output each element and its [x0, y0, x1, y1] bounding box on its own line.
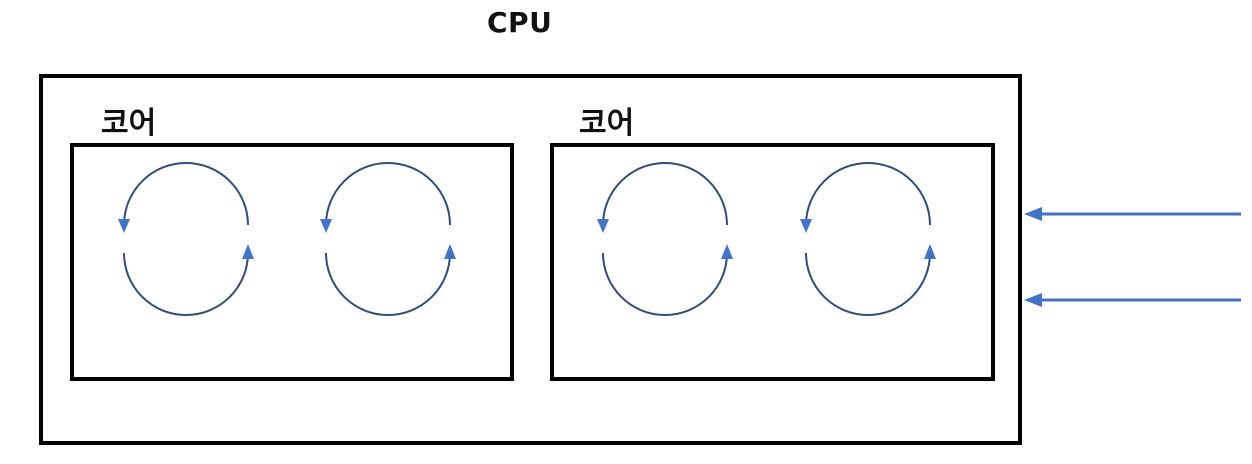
cycle-upper-arc — [123, 162, 249, 226]
cycle-arrowhead-up — [444, 244, 456, 259]
cpu-box — [39, 74, 1022, 445]
cpu-title: CPU — [487, 6, 553, 39]
cycle-arrowhead-up — [924, 244, 936, 259]
core-box-1 — [70, 143, 514, 381]
core-box-2 — [550, 143, 995, 381]
thread-cycle-3 — [597, 162, 733, 316]
thread-cycle-2 — [320, 162, 456, 316]
incoming-arrow-1 — [1024, 207, 1241, 221]
core-label-1: 코어 — [101, 106, 157, 141]
cycle-lower-arc — [123, 252, 249, 316]
thread-cycles — [118, 162, 936, 316]
thread-cycle-4 — [800, 162, 936, 316]
cycle-upper-arc — [805, 162, 931, 226]
cycle-arrowhead-down — [800, 219, 812, 233]
cycle-upper-arc — [325, 162, 451, 226]
thread-cycle-1 — [118, 162, 254, 316]
cycle-arrowhead-down — [118, 219, 130, 233]
core-label-2: 코어 — [579, 106, 635, 141]
incoming-arrow-2 — [1024, 293, 1241, 307]
cycle-lower-arc — [325, 252, 451, 316]
cycle-arrowhead-up — [242, 244, 254, 259]
cycle-lower-arc — [602, 252, 728, 316]
cycle-arrowhead-down — [597, 219, 609, 233]
cycle-upper-arc — [602, 162, 728, 226]
cycle-lower-arc — [805, 252, 931, 316]
cycle-arrowhead-up — [721, 244, 733, 259]
cycle-arrowhead-down — [320, 219, 332, 233]
